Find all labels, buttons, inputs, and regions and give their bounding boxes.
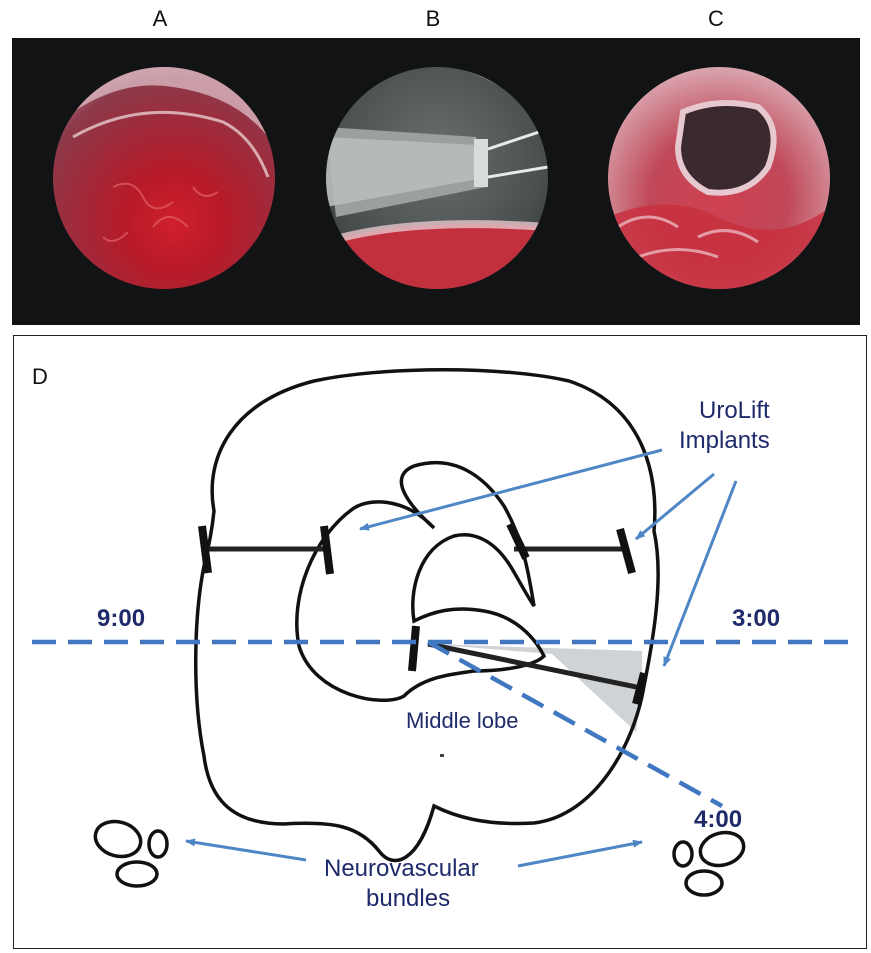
urolift-label-line2: Implants: [679, 427, 770, 454]
endoscopic-view-c: [608, 67, 830, 289]
arrow-to-right-bundle: [518, 842, 642, 866]
arrow-to-middle-lobe-implant: [664, 481, 736, 666]
urolift-implant-right: [510, 524, 632, 573]
endoscopy-photo-strip: [12, 38, 860, 325]
urolift-implant-left: [202, 526, 330, 574]
urethral-lumen-outline: [297, 463, 544, 701]
panel-label-c: C: [701, 6, 731, 32]
clock-label-9: 9:00: [97, 605, 145, 632]
panel-label-d: D: [32, 364, 48, 389]
urolift-label-line1: UroLift: [699, 397, 770, 424]
endoscopic-view-a: [53, 67, 275, 289]
view-b-texture: [326, 67, 548, 289]
panel-label-b: B: [418, 6, 448, 32]
clock-label-4: 4:00: [694, 806, 742, 833]
diagram-canvas: D UroLift Implants 9:00 3:00 4:00 Middle…: [14, 336, 866, 948]
view-a-texture: [53, 67, 275, 289]
neurovascular-label-line2: bundles: [366, 885, 450, 912]
neurovascular-bundle-right: [674, 828, 747, 895]
clock-label-3: 3:00: [732, 605, 780, 632]
panel-label-a: A: [145, 6, 175, 32]
center-mark: [440, 754, 444, 757]
middle-lobe-label: Middle lobe: [406, 708, 519, 733]
neurovascular-label-line1: Neurovascular: [324, 855, 479, 882]
arrow-to-right-implant: [636, 474, 714, 539]
arrow-to-left-bundle: [186, 841, 306, 860]
endoscopic-view-b: [326, 67, 548, 289]
view-c-texture: [608, 67, 830, 289]
prostate-cross-section-diagram: D UroLift Implants 9:00 3:00 4:00 Middle…: [13, 335, 867, 949]
neurovascular-bundle-left: [91, 817, 167, 886]
